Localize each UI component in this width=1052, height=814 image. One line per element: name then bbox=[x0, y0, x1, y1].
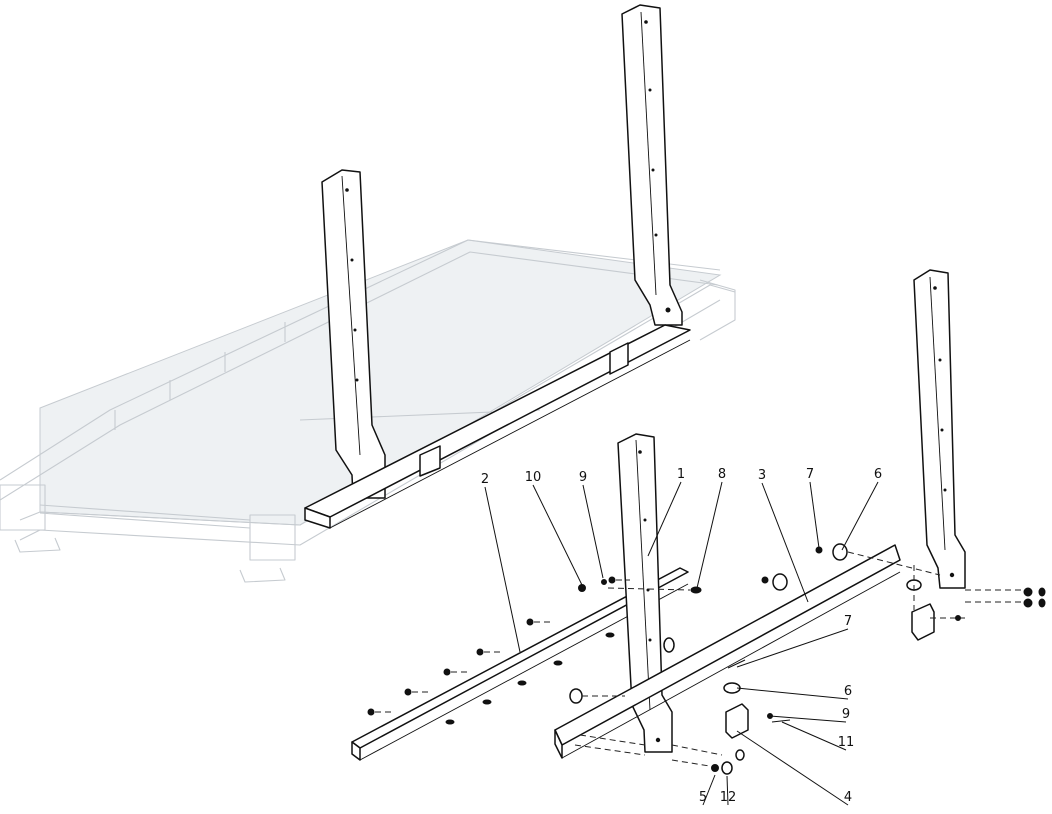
spacer-rail-3 bbox=[569, 688, 583, 704]
ghost-rail-top-inner bbox=[0, 251, 719, 501]
bolt-10 bbox=[578, 584, 586, 592]
assembled-bracket-1 bbox=[419, 445, 441, 477]
ghost-motor-block bbox=[249, 514, 296, 561]
callout-label-c5: 5 bbox=[699, 790, 707, 805]
spacer-rail-3-right bbox=[772, 573, 788, 591]
ghost-roller-shaft bbox=[39, 504, 251, 521]
rail-3-bottom bbox=[561, 571, 901, 759]
callout-label-c1: 1 bbox=[677, 467, 685, 482]
callout-leader-c1 bbox=[647, 481, 682, 557]
upright-left-flange bbox=[341, 175, 361, 456]
callout-label-c7a: 7 bbox=[806, 467, 814, 482]
callout-leader-c4 bbox=[736, 730, 849, 806]
callout-leader-c6a bbox=[841, 481, 879, 551]
ghost-conveyor-deck bbox=[39, 239, 722, 526]
callout-label-c9b: 9 bbox=[842, 707, 850, 722]
callout-leader-c9a bbox=[582, 484, 604, 579]
callout-label-c3: 3 bbox=[758, 468, 766, 483]
callout-leader-c12 bbox=[726, 775, 729, 806]
callout-leader-c7a bbox=[809, 481, 820, 549]
part-4-bracket bbox=[725, 603, 935, 739]
callout-leader-c8 bbox=[696, 481, 723, 589]
callout-label-c6a: 6 bbox=[874, 467, 882, 482]
upright-1-body bbox=[617, 433, 673, 753]
ghost-roller-shaft-2 bbox=[39, 512, 251, 529]
part-upright-far-right bbox=[913, 269, 966, 589]
ghost-foot-left bbox=[14, 537, 61, 553]
upright-far-right-flange bbox=[929, 276, 946, 551]
assembled-rail bbox=[304, 324, 691, 529]
callout-label-c9a: 9 bbox=[579, 470, 587, 485]
ghost-end-cap-right bbox=[699, 279, 736, 341]
part-3-rail bbox=[554, 544, 901, 759]
callout-leader-c7b bbox=[736, 628, 849, 668]
upright-right-flange bbox=[640, 11, 657, 296]
upright-far-right-body bbox=[913, 269, 966, 589]
callout-label-c7b: 7 bbox=[844, 614, 852, 629]
washer-5 bbox=[711, 764, 719, 772]
callout-leader-c3 bbox=[761, 482, 809, 603]
assembled-bracket-2 bbox=[609, 342, 629, 375]
ghost-foot-right bbox=[239, 567, 286, 583]
bolt-8 bbox=[690, 586, 702, 594]
ghost-rail-top bbox=[0, 239, 721, 481]
spacer-upright-1 bbox=[663, 637, 675, 653]
callout-leader-c11 bbox=[781, 721, 847, 751]
callout-leader-c6b bbox=[736, 687, 849, 700]
bolt-12 bbox=[721, 761, 733, 775]
callout-label-c12: 12 bbox=[720, 790, 737, 805]
assembled-upright-right bbox=[621, 4, 683, 326]
part-1-upright bbox=[617, 433, 673, 753]
callout-leader-c2 bbox=[484, 486, 521, 653]
spacer-6-top bbox=[832, 543, 848, 561]
upright-right-body bbox=[621, 4, 683, 326]
callout-leader-c5 bbox=[702, 774, 716, 806]
callout-label-c11: 11 bbox=[838, 735, 855, 750]
bolt-row-rail-2 bbox=[367, 576, 630, 725]
bracket-far-right bbox=[911, 603, 935, 641]
screw-11 bbox=[771, 719, 791, 723]
callout-leader-c10 bbox=[532, 484, 583, 586]
callout-label-c2: 2 bbox=[481, 472, 489, 487]
bracket-4 bbox=[725, 703, 749, 739]
washer-9 bbox=[601, 579, 607, 585]
ghost-end-block-left bbox=[0, 484, 46, 531]
callout-label-c8: 8 bbox=[718, 467, 726, 482]
callout-label-c10: 10 bbox=[525, 470, 542, 485]
callout-label-c6b: 6 bbox=[844, 684, 852, 699]
callout-leader-c9b bbox=[769, 715, 847, 723]
callout-label-c4: 4 bbox=[844, 790, 852, 805]
assembled-rail-bottom-edge bbox=[329, 339, 691, 529]
screw-7-lower bbox=[727, 659, 746, 669]
upright-1-flange bbox=[635, 439, 651, 711]
ghost-rail-front bbox=[19, 284, 736, 526]
